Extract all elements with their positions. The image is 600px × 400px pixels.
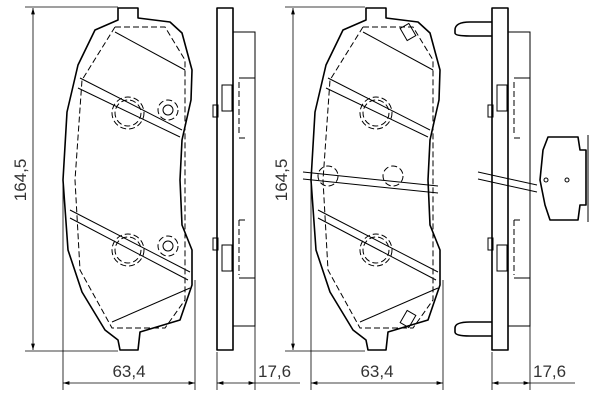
right-pad-hole-icon <box>317 165 339 187</box>
left-width-label: 63,4 <box>112 362 145 381</box>
bottom-clip-icon <box>454 321 492 337</box>
left-pad-hole-icon <box>162 240 174 252</box>
right-height-label: 164,5 <box>272 159 291 202</box>
section-line <box>302 171 439 194</box>
left-width-dimension: 63,4 <box>62 180 196 390</box>
left-height-dimension: 164,5 <box>11 6 118 352</box>
left-pad-outline <box>62 7 193 351</box>
shim-hole-icon <box>564 177 570 183</box>
right-thickness-label: 17,6 <box>533 362 566 381</box>
wear-clip-icon <box>399 22 417 42</box>
left-thickness-label: 17,6 <box>258 362 291 381</box>
left-pad-side-view <box>212 7 256 351</box>
shim-view <box>539 136 587 221</box>
right-thickness-dimension: 17,6 <box>491 326 575 390</box>
right-pad-hole-icon <box>382 165 404 187</box>
right-height-dimension: 164,5 <box>272 6 365 352</box>
right-width-label: 63,4 <box>360 362 393 381</box>
right-pad-outline <box>310 7 441 351</box>
left-thickness-dimension: 17,6 <box>216 326 300 390</box>
left-pad-hole-icon <box>157 99 179 121</box>
left-height-label: 164,5 <box>11 159 30 202</box>
left-pad-hole-icon <box>157 235 179 257</box>
top-clip-icon <box>454 21 492 37</box>
wear-clip-icon <box>399 309 417 329</box>
left-pad-hole-icon <box>162 104 174 116</box>
shim-hole-icon <box>543 177 549 183</box>
right-width-dimension: 63,4 <box>310 180 444 390</box>
